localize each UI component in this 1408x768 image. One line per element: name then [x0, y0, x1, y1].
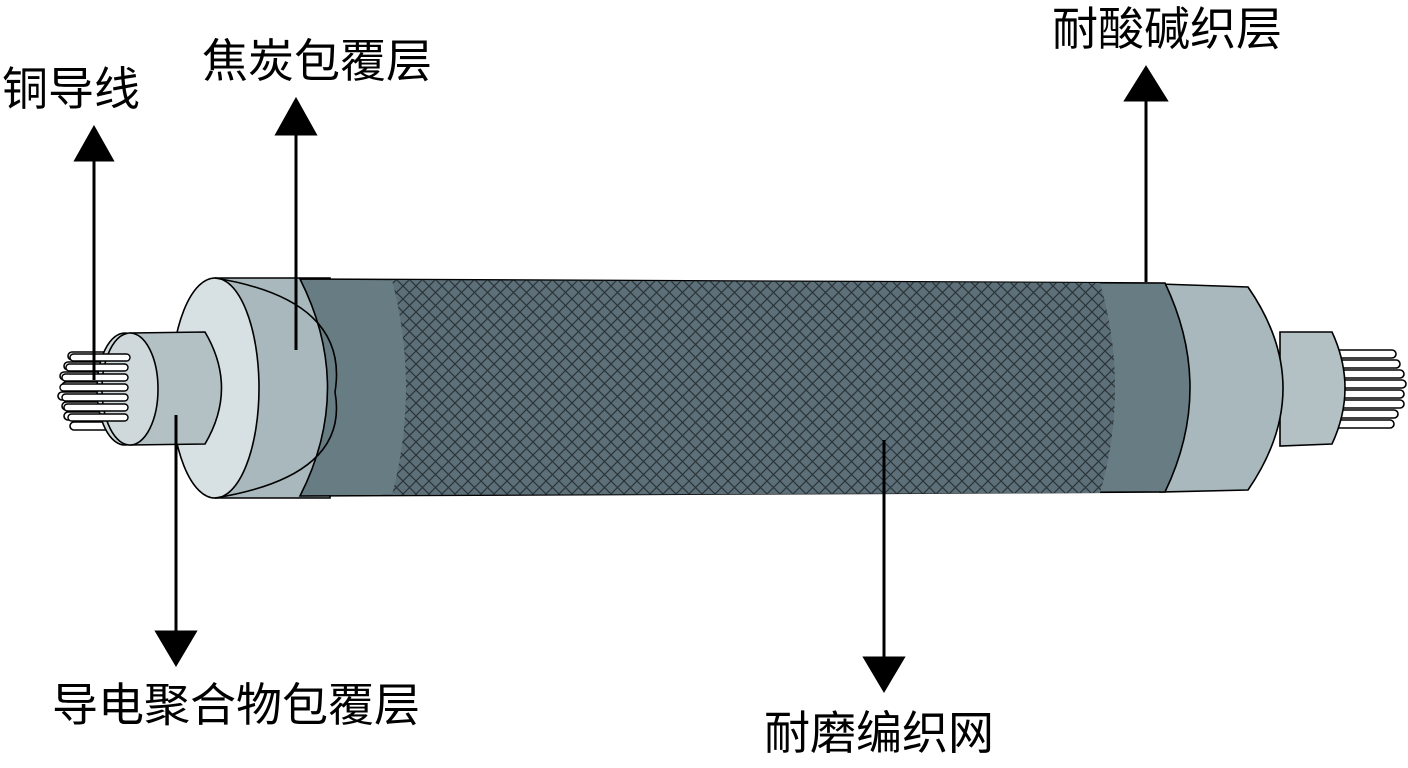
coke-coating-right — [1159, 283, 1284, 493]
right-copper-wires — [1329, 349, 1407, 429]
label-copper-conductor: 铜导线 — [2, 62, 140, 116]
arrow-polymer-head — [154, 630, 198, 667]
polymer-coating-right — [1279, 331, 1346, 447]
label-acid-alkali-layer: 耐酸碱织层 — [1052, 2, 1282, 56]
arrows — [73, 65, 1169, 693]
label-conductive-polymer: 导电聚合物包覆层 — [52, 678, 420, 732]
arrow-mesh-head — [862, 656, 906, 693]
label-wear-mesh: 耐磨编织网 — [764, 706, 994, 760]
arrow-acid-head — [1123, 65, 1169, 102]
arrow-coke-head — [274, 96, 318, 136]
arrow-copper-head — [73, 124, 115, 162]
copper-wire-ends — [59, 353, 131, 422]
wear-mesh-body — [392, 280, 1115, 495]
label-coke-coating: 焦炭包覆层 — [202, 34, 432, 88]
